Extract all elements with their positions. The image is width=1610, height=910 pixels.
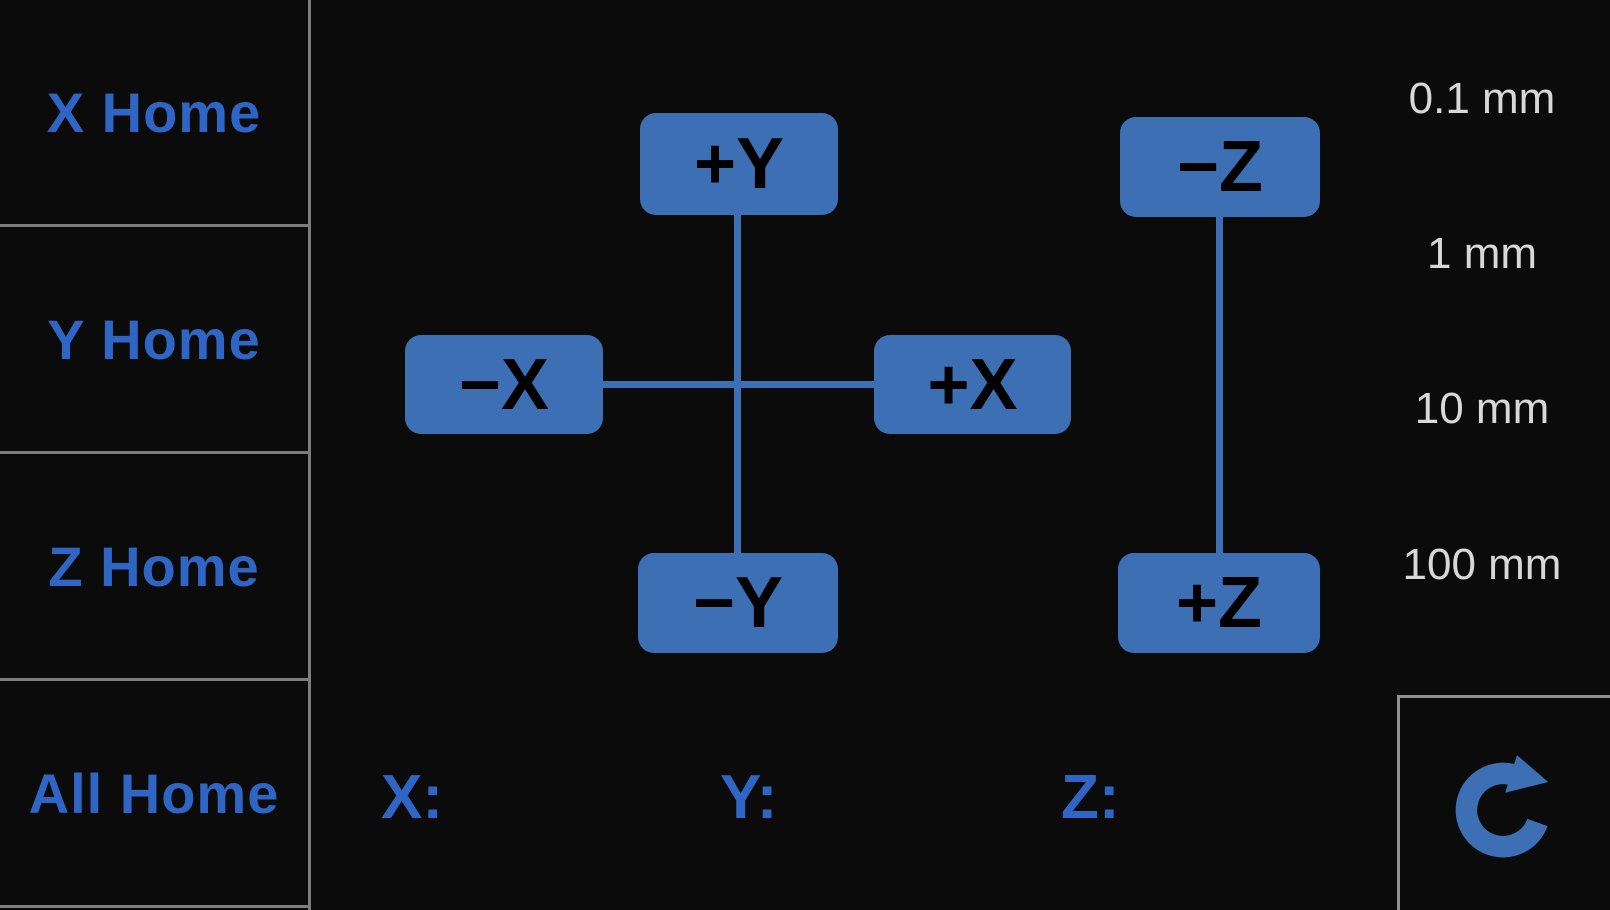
jog-crosshair-horizontal-line (603, 381, 875, 388)
jog-plus-z-button[interactable]: +Z (1118, 553, 1320, 653)
jog-plus-y-button[interactable]: +Y (640, 113, 838, 215)
y-position-readout: Y: (720, 762, 795, 833)
jog-minus-z-button[interactable]: −Z (1120, 117, 1320, 217)
refresh-icon (1455, 755, 1549, 858)
jog-minus-x-button[interactable]: −X (405, 335, 603, 434)
z-position-label: Z: (1061, 763, 1120, 832)
refresh-button[interactable] (1397, 695, 1610, 910)
step-option-100mm[interactable]: 100 mm (1402, 540, 1562, 589)
jog-plus-x-button[interactable]: +X (874, 335, 1071, 434)
sidebar-divider (308, 0, 311, 910)
y-home-label: Y Home (47, 307, 261, 371)
z-home-button[interactable]: Z Home (0, 454, 308, 681)
all-home-button[interactable]: All Home (0, 681, 308, 908)
x-home-label: X Home (46, 80, 262, 144)
step-option-10mm[interactable]: 10 mm (1414, 384, 1550, 433)
y-home-button[interactable]: Y Home (0, 227, 308, 454)
step-option-1mm[interactable]: 1 mm (1427, 229, 1537, 278)
step-option-0-1mm[interactable]: 0.1 mm (1408, 74, 1556, 123)
x-position-readout: X: (381, 762, 461, 833)
y-position-label: Y: (720, 763, 778, 832)
jog-z-axis-line (1216, 217, 1223, 553)
x-position-label: X: (381, 763, 443, 832)
z-position-readout: Z: (1061, 762, 1138, 833)
z-home-label: Z Home (48, 534, 260, 598)
all-home-label: All Home (28, 761, 280, 825)
x-home-button[interactable]: X Home (0, 0, 308, 227)
sidebar: X Home Y Home Z Home All Home (0, 0, 308, 910)
jog-minus-y-button[interactable]: −Y (638, 553, 838, 653)
